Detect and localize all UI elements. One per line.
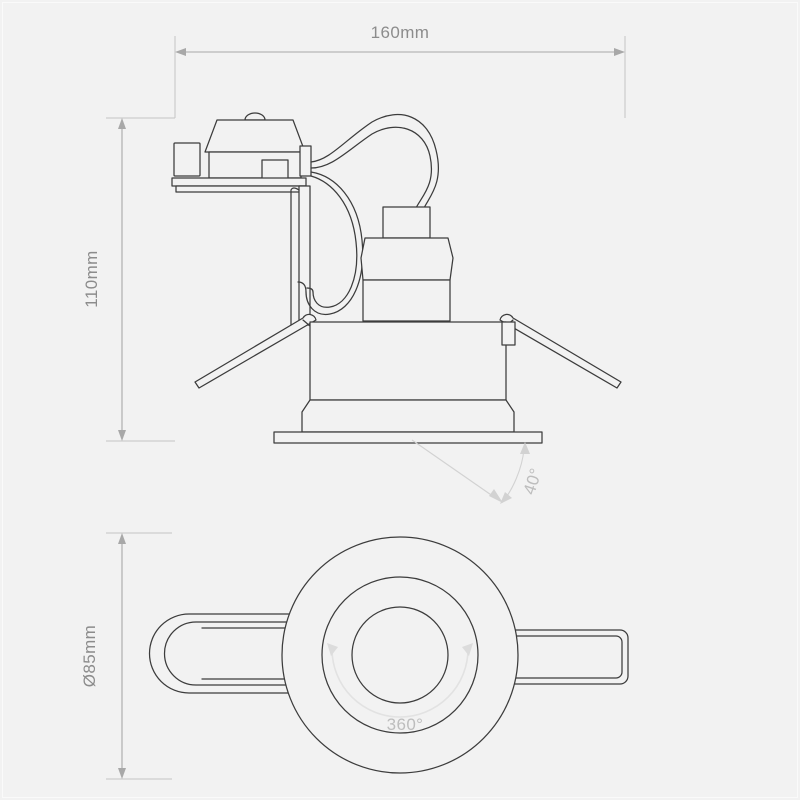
cable-upper-outer (310, 113, 440, 209)
annotation-rotation: 360° (327, 643, 473, 734)
angle-arc-arrowhead-bottom (500, 492, 512, 504)
bezel-flare (301, 399, 515, 433)
spring-clip-left (194, 313, 317, 389)
junction-box-lid (204, 119, 306, 153)
downlight-body (273, 321, 543, 444)
lampholder-shroud (360, 237, 454, 281)
housing-can (309, 321, 507, 401)
dim-arrowhead-dia-top (118, 533, 126, 544)
dimension-label-width: 160mm (371, 23, 430, 42)
bracket-inner-edge (290, 187, 300, 326)
lamp-holder (360, 206, 454, 322)
junction-box-baseplate (171, 177, 307, 187)
dim-arrowhead-dia-bottom (118, 768, 126, 779)
spring-clip-right (499, 313, 622, 389)
cable-lower-outer (305, 171, 364, 316)
annotation-label-rotation: 360° (387, 715, 424, 734)
dimension-bezel-diameter: Ø85mm (80, 532, 172, 780)
annotation-tilt-angle: 40° (411, 439, 546, 504)
cable-hook-end-inner (306, 287, 314, 293)
cable-hook-end (297, 281, 307, 293)
housing-right-lug (501, 321, 516, 346)
bracket-left (148, 613, 301, 694)
lampholder-base (362, 279, 451, 322)
cable-upper-inner (310, 126, 432, 209)
bracket-right-inner (499, 635, 623, 679)
bottom-plan-view: 360° (148, 536, 629, 774)
junction-box-knob (244, 112, 266, 121)
junction-box-terminal (173, 142, 201, 177)
lampholder-neck (382, 206, 431, 239)
angle-leader-line (411, 439, 498, 500)
cable-bundle (297, 113, 440, 316)
angle-leader-arrowhead (489, 489, 503, 503)
spring-clips (194, 313, 622, 389)
dimension-overall-height: 110mm (82, 117, 175, 442)
side-elevation-view: 40° (171, 112, 622, 504)
junction-box-body (208, 151, 302, 179)
dim-arrowhead-right (614, 48, 625, 56)
dimension-overall-width: 160mm (174, 23, 626, 118)
angle-arc-arrowhead-top (520, 442, 530, 454)
trim-rim (273, 431, 543, 444)
bracket-left-inner (163, 621, 301, 686)
rotation-arrowhead-right (462, 643, 473, 656)
rotation-arrowhead-left (327, 643, 338, 656)
dim-arrowhead-left (175, 48, 186, 56)
bracket-right (499, 629, 629, 685)
aperture-inner-circle (351, 606, 449, 704)
rotation-arc (331, 648, 469, 718)
mounting-plate (175, 185, 307, 193)
dimension-label-height: 110mm (82, 250, 101, 307)
dim-arrowhead-bottom (118, 430, 126, 441)
dim-arrowhead-top (118, 118, 126, 129)
annotation-label-tilt-angle: 40° (520, 466, 546, 497)
cable-lower-inner (310, 175, 358, 308)
junction-box-assembly (171, 112, 307, 193)
bracket-top-tab (299, 145, 312, 177)
dimension-label-diameter: Ø85mm (80, 625, 99, 687)
